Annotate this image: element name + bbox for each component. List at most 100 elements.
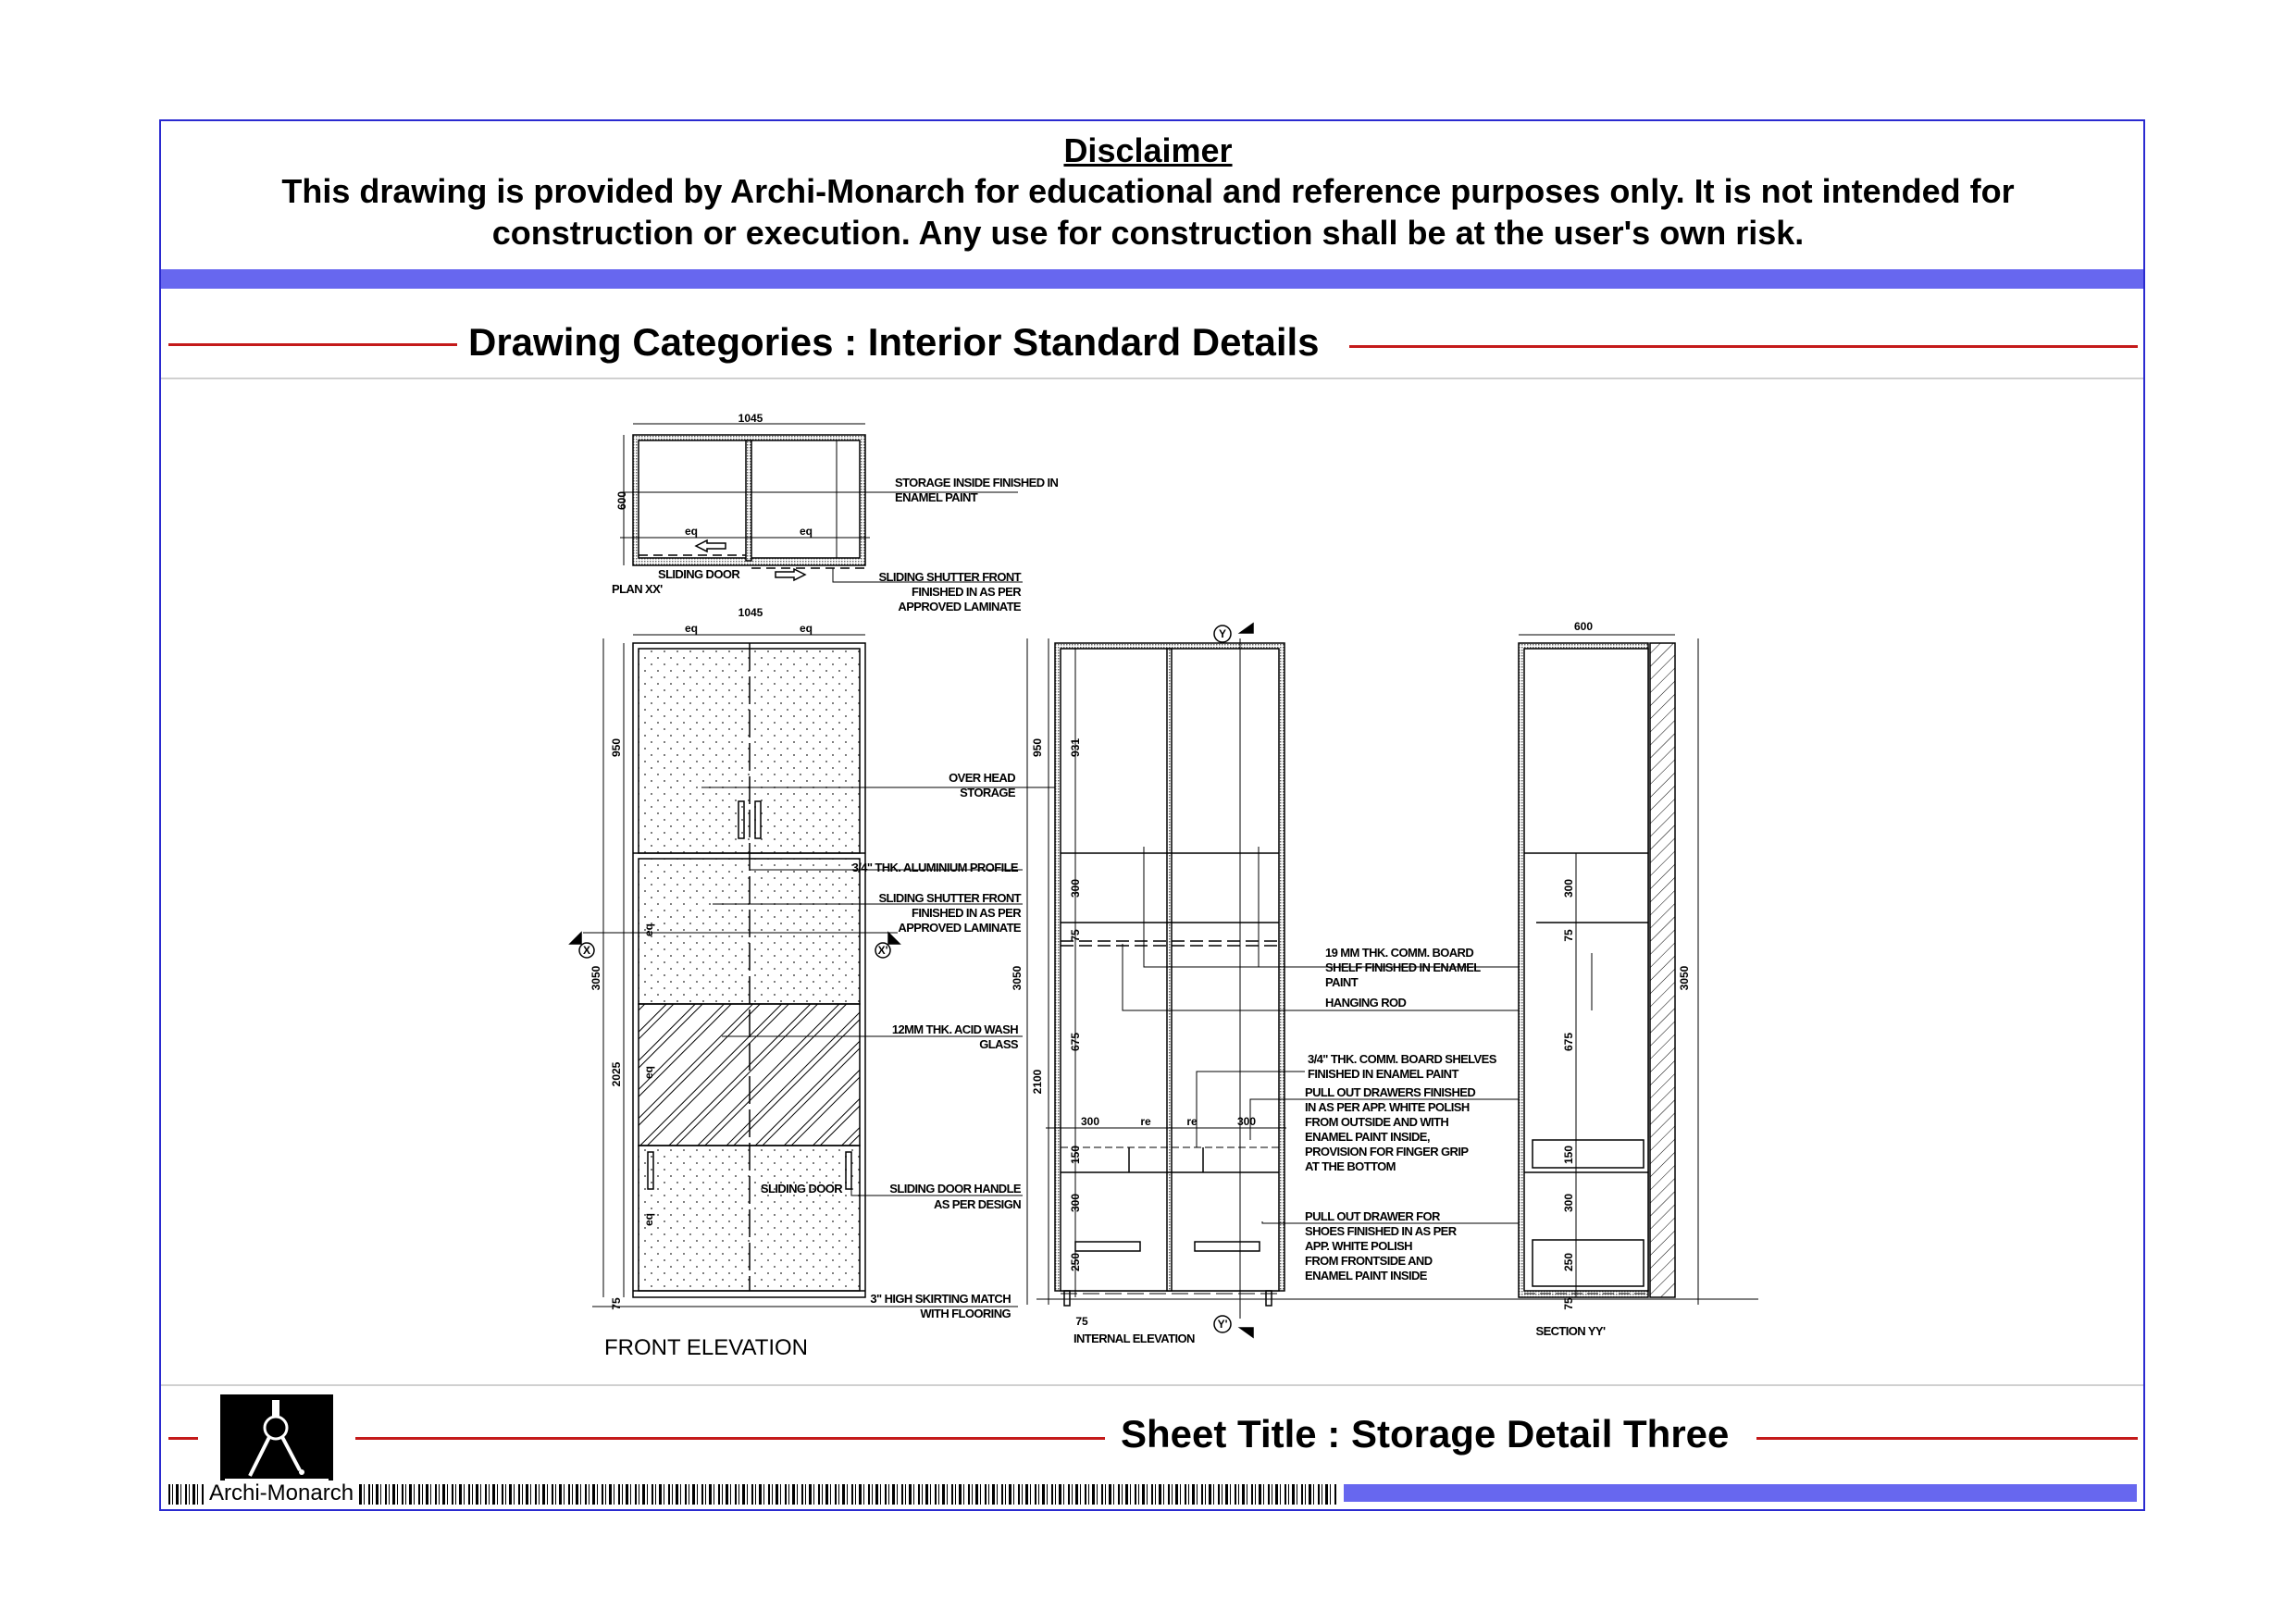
footer-rule-left <box>168 1437 198 1440</box>
int-dim-plinth: 75 <box>1075 1315 1088 1328</box>
int-dim-lower: 2100 <box>1031 1069 1044 1094</box>
note-shoes: FROM FRONTSIDE AND <box>1305 1254 1433 1268</box>
note-shelves: FINISHED IN ENAMEL PAINT <box>1308 1067 1458 1081</box>
int-dim-top: 950 <box>1031 738 1044 757</box>
int-dim: 931 <box>1069 738 1082 757</box>
note-skirting: 3" HIGH SKIRTING MATCH <box>870 1292 1011 1306</box>
int-dim-total: 3050 <box>1011 965 1024 990</box>
note-drawers: PROVISION FOR FINGER GRIP <box>1305 1145 1469 1158</box>
sheet-title: Sheet Title : Storage Detail Three <box>1121 1412 1730 1456</box>
front-eq: eq <box>642 1066 655 1079</box>
front-dim-total: 3050 <box>590 965 602 990</box>
int-hdim: 300 <box>1237 1115 1256 1128</box>
note-skirting: WITH FLOORING <box>920 1307 1011 1320</box>
sec-dim: 300 <box>1562 1194 1575 1212</box>
note-shoes: SHOES FINISHED IN AS PER <box>1305 1224 1458 1238</box>
note-drawers: ENAMEL PAINT INSIDE, <box>1305 1130 1430 1144</box>
disclaimer-line-2: construction or execution. Any use for c… <box>491 214 1805 252</box>
sec-dim: 300 <box>1562 879 1575 898</box>
int-hdim: re <box>1186 1115 1198 1128</box>
note-overhead: OVER HEAD <box>949 771 1015 785</box>
front-elevation-title: FRONT ELEVATION <box>604 1335 808 1360</box>
front-width-dim: 1045 <box>738 606 763 619</box>
front-elevation <box>583 634 1101 1307</box>
int-hdim: 300 <box>1081 1115 1099 1128</box>
sec-dim: 75 <box>1562 1297 1575 1310</box>
sec-dim-total: 3050 <box>1678 965 1691 990</box>
section-marker-x <box>568 625 1232 1333</box>
divider <box>161 378 2143 379</box>
int-dim: 300 <box>1069 1194 1082 1212</box>
int-dim: 675 <box>1069 1033 1082 1051</box>
note-rod: HANGING ROD <box>1325 996 1407 1010</box>
barcode-strip <box>168 1484 1336 1505</box>
sec-dim: 675 <box>1562 1033 1575 1051</box>
title-rule-left <box>168 343 457 346</box>
front-dim-top: 950 <box>610 738 623 757</box>
plan-note-storage: ENAMEL PAINT <box>895 490 978 504</box>
internal-elevation <box>1026 622 1758 1339</box>
front-dim-skirting: 75 <box>610 1297 623 1310</box>
front-eq: eq <box>800 622 813 635</box>
plan-eq: eq <box>685 525 698 538</box>
note-shoes: APP. WHITE POLISH <box>1305 1239 1412 1253</box>
note-drawers: FROM OUTSIDE AND WITH <box>1305 1115 1448 1129</box>
front-eq: eq <box>642 923 655 936</box>
note-handle: AS PER DESIGN <box>934 1197 1021 1211</box>
marker-x-prime: X' <box>878 944 888 957</box>
plan-label: PLAN XX' <box>612 582 663 596</box>
plan-depth-dim: 600 <box>615 491 628 510</box>
note-shelves: 3/4" THK. COMM. BOARD SHELVES <box>1308 1052 1497 1066</box>
brand-name: Archi-Monarch <box>205 1481 358 1506</box>
footer-rule-mid <box>355 1437 1105 1440</box>
note-overhead: STORAGE <box>960 786 1016 799</box>
note-profile: 3/4" THK. ALUMINIUM PROFILE <box>852 861 1019 874</box>
note-shoes: ENAMEL PAINT INSIDE <box>1305 1269 1428 1282</box>
note-glass: GLASS <box>979 1037 1019 1051</box>
plan-note-storage: STORAGE INSIDE FINISHED IN <box>895 476 1059 489</box>
sec-dim: 150 <box>1562 1146 1575 1164</box>
sheet-frame <box>159 119 2145 1511</box>
section-title: SECTION YY' <box>1536 1324 1607 1338</box>
plan-sliding-door: SLIDING DOOR <box>658 567 740 581</box>
title-rule-right <box>1349 345 2138 348</box>
plan-eq: eq <box>800 525 813 538</box>
compass-logo-icon <box>220 1394 333 1483</box>
note-glass: 12MM THK. ACID WASH <box>892 1022 1018 1036</box>
front-dim-lower: 2025 <box>610 1061 623 1086</box>
disclaimer-line-1: This drawing is provided by Archi-Monarc… <box>281 172 2015 210</box>
int-dim: 250 <box>1069 1253 1082 1271</box>
front-sliding-door: SLIDING DOOR <box>761 1182 843 1196</box>
plan-note-shutter: FINISHED IN AS PER <box>912 585 1022 599</box>
front-eq: eq <box>642 1213 655 1226</box>
plan-view <box>620 423 1023 583</box>
int-dim: 150 <box>1069 1146 1082 1164</box>
note-shutter: FINISHED IN AS PER <box>912 906 1022 920</box>
sec-dim: 250 <box>1562 1253 1575 1271</box>
accent-bar <box>161 269 2143 289</box>
footer-accent-bar <box>1344 1484 2137 1502</box>
marker-x: X <box>583 944 590 957</box>
divider <box>161 1384 2143 1386</box>
note-shoes: PULL OUT DRAWER FOR <box>1305 1209 1441 1223</box>
int-dim: 300 <box>1069 879 1082 898</box>
int-hdim: re <box>1140 1115 1151 1128</box>
marker-y: Y <box>1219 627 1226 640</box>
int-dim: 75 <box>1069 929 1082 942</box>
sec-dim: 75 <box>1562 929 1575 942</box>
footer-rule-right <box>1756 1437 2138 1440</box>
note-drawers: IN AS PER APP. WHITE POLISH <box>1305 1100 1470 1114</box>
note-shelf: PAINT <box>1325 975 1359 989</box>
sec-dim-depth: 600 <box>1574 620 1593 633</box>
section-view <box>1518 634 1699 1305</box>
marker-y-prime: Y' <box>1218 1318 1228 1331</box>
note-shelf: SHELF FINISHED IN ENAMEL <box>1325 960 1481 974</box>
note-drawers: PULL OUT DRAWERS FINISHED <box>1305 1085 1475 1099</box>
internal-elevation-title: INTERNAL ELEVATION <box>1074 1332 1195 1345</box>
plan-width-dim: 1045 <box>738 412 763 425</box>
category-title: Drawing Categories : Interior Standard D… <box>468 320 1320 364</box>
note-drawers: AT THE BOTTOM <box>1305 1159 1396 1173</box>
plan-note-shutter: SLIDING SHUTTER FRONT <box>878 570 1021 584</box>
front-eq: eq <box>685 622 698 635</box>
